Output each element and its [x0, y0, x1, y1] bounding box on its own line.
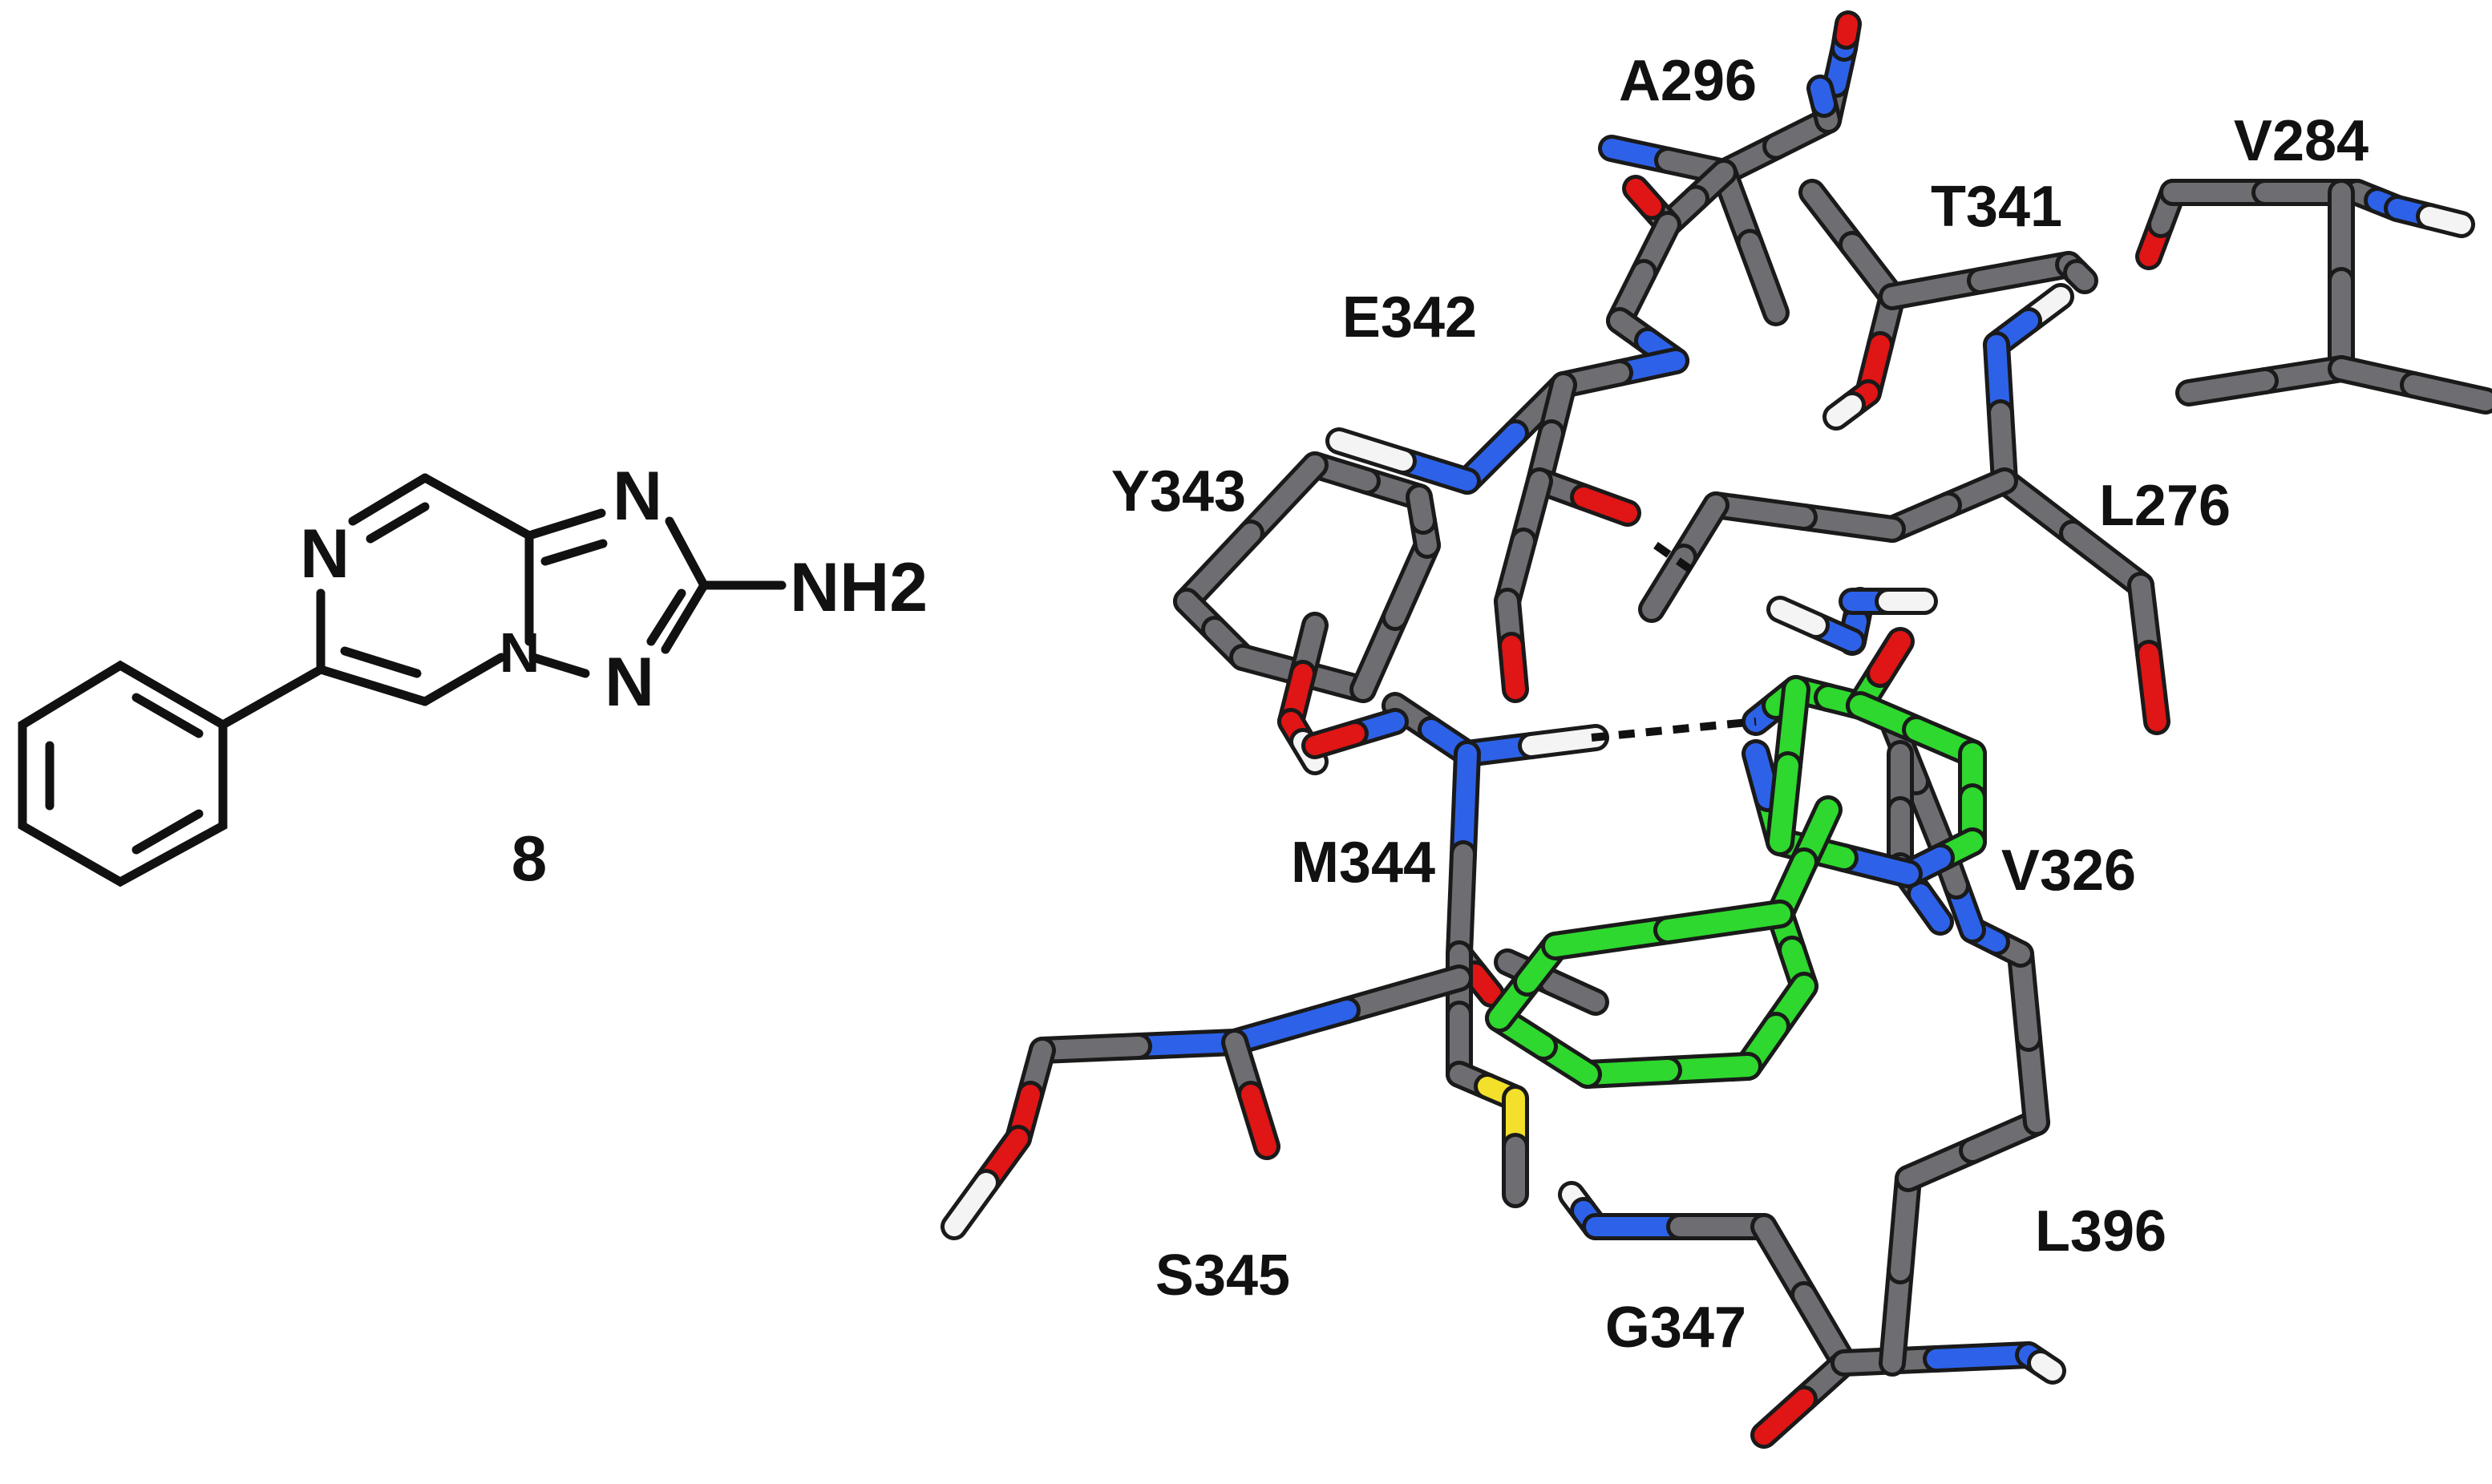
amino-group-label: NH2 — [790, 549, 928, 626]
protein-stick-bond — [2420, 207, 2471, 234]
protein-stick-bond — [1740, 233, 1786, 322]
residue-labels: A296 V284 T341 E342 Y343 L276 M344 V326 … — [1111, 49, 2369, 1360]
protein-stick-bond — [1574, 487, 1637, 523]
protein-stick-bond — [2031, 1353, 2062, 1381]
benzene-ring — [18, 660, 228, 888]
triazole-ring — [524, 508, 787, 678]
protein-stick-bond — [2019, 1029, 2046, 1132]
compound-number: 8 — [512, 823, 548, 894]
protein-stick-bond — [1891, 1169, 1918, 1280]
ligand-stick-bond — [1746, 743, 1778, 808]
protein-stick-bond — [1810, 79, 1834, 114]
hbond-m344-ligand — [1591, 718, 1757, 742]
protein-stick-bond — [1329, 431, 1413, 471]
ligand-stick-bond — [1545, 920, 1678, 956]
residue-label-l276: L276 — [2099, 474, 2231, 538]
protein-stick-bond — [1995, 471, 2082, 543]
protein-stick-bond — [1241, 1085, 1276, 1156]
protein-stick-bond — [1883, 271, 1990, 306]
residue-label-l396: L396 — [2035, 1199, 2166, 1264]
protein-stick-bond — [1454, 744, 1477, 863]
protein-stick-bond — [1770, 600, 1826, 635]
protein-stick-bond — [1241, 455, 1325, 543]
protein-stick-bond — [1522, 728, 1605, 755]
residue-label-v326: V326 — [2001, 839, 2136, 903]
protein-stick-bond — [1626, 179, 1661, 216]
protein-stick-bond — [1754, 1389, 1814, 1445]
atom-label-n4: N — [605, 644, 654, 721]
protein-stick-bond — [2011, 944, 2038, 1048]
protein-stick-bond — [2063, 524, 2150, 595]
ligand-stick-bond — [1870, 631, 1911, 684]
protein-stick-bond — [945, 1173, 996, 1236]
chemical-structure: N N N N NH2 8 — [18, 458, 928, 894]
biaryl-bond — [218, 665, 326, 730]
protein-stick-bond — [1836, 14, 1858, 46]
protein-stick-bond — [1827, 395, 1862, 427]
protein-stick-bond — [2139, 644, 2166, 731]
protein-stick-bond — [2067, 263, 2094, 290]
residue-label-e342: E342 — [1342, 285, 1477, 350]
residue-label-t341: T341 — [1931, 175, 2062, 239]
binding-pose-sticks — [941, 10, 2492, 1449]
residue-label-m344: M344 — [1291, 831, 1435, 895]
pyrazine-ring — [316, 473, 534, 706]
protein-stick-bond — [1502, 636, 1525, 699]
protein-stick-bond — [1337, 968, 1469, 1020]
protein-stick-bond — [1706, 495, 1814, 527]
protein-stick-bond — [1794, 507, 1902, 539]
residue-label-v284: V284 — [2234, 109, 2369, 173]
protein-stick-bond — [1305, 724, 1365, 755]
protein-stick-bond — [1129, 1033, 1244, 1056]
protein-stick-bond — [1927, 1345, 2038, 1369]
protein-stick-bond — [1971, 255, 2078, 290]
protein-stick-bond — [2404, 375, 2492, 410]
residue-label-y343: Y343 — [1111, 459, 1246, 524]
ligand-stick-bond — [1657, 904, 1790, 940]
atom-label-n2: N — [613, 458, 662, 535]
atom-label-n3: N — [500, 621, 540, 684]
protein-stick-bond — [1177, 524, 1260, 611]
protein-stick-bond — [2179, 371, 2275, 402]
residue-label-s345: S345 — [1155, 1243, 1290, 1308]
protein-stick-bond — [1542, 972, 1605, 1012]
protein-stick-bond — [1466, 964, 1501, 1004]
residue-label-a296: A296 — [1619, 49, 1757, 113]
ligand-stick-bond — [1770, 755, 1798, 852]
protein-stick-bond — [1911, 884, 1950, 932]
protein-stick-bond — [1033, 1037, 1148, 1060]
protein-stick-bond — [1450, 844, 1473, 964]
protein-stick-bond — [1225, 1001, 1357, 1052]
atom-label-n1: N — [300, 516, 350, 592]
protein-stick-bond — [1883, 1261, 1910, 1373]
residue-label-g347: G347 — [1605, 1296, 1746, 1360]
protein-stick-bond — [1410, 487, 1433, 531]
hbond-e342-ligand — [1653, 541, 1698, 577]
